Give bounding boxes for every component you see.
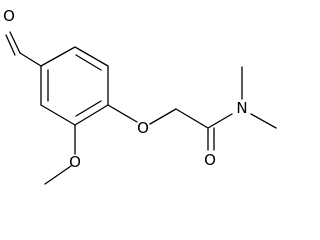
ring-bond-5 [40,104,76,126]
amide-cn-bond [207,113,233,129]
structure-canvas: O O O O N [3,7,277,185]
benzene-ring [40,46,109,126]
ring-bond-4 [74,104,109,126]
methoxy-bond-2 [44,165,72,185]
ether-bond-2 [149,108,177,125]
ring-inner-double-1 [75,54,102,71]
ring-inner-double-2 [75,100,102,117]
ring-bond-1 [40,46,76,67]
methoxy-group: O [44,124,81,185]
aldehyde-double-bond-b [5,34,16,56]
aldehyde-group: O [3,7,42,67]
aldehyde-bond [19,52,42,67]
amide-group: O N [175,66,277,169]
amide-oxygen-label: O [204,151,216,169]
ether-bond-1 [107,104,138,123]
amide-nitrogen-label: N [236,99,247,117]
aldehyde-double-bond-a [9,31,21,54]
ring-bond-2 [74,46,109,67]
carbonyl-bond [175,108,209,129]
ether-linker: O [107,104,177,137]
ether-oxygen-label: O [137,119,149,137]
methoxy-oxygen-label: O [69,153,81,171]
aldehyde-oxygen-label: O [3,7,15,25]
n-methyl-bond-2 [250,113,277,129]
structure-diagram: O O O O N [3,7,277,185]
